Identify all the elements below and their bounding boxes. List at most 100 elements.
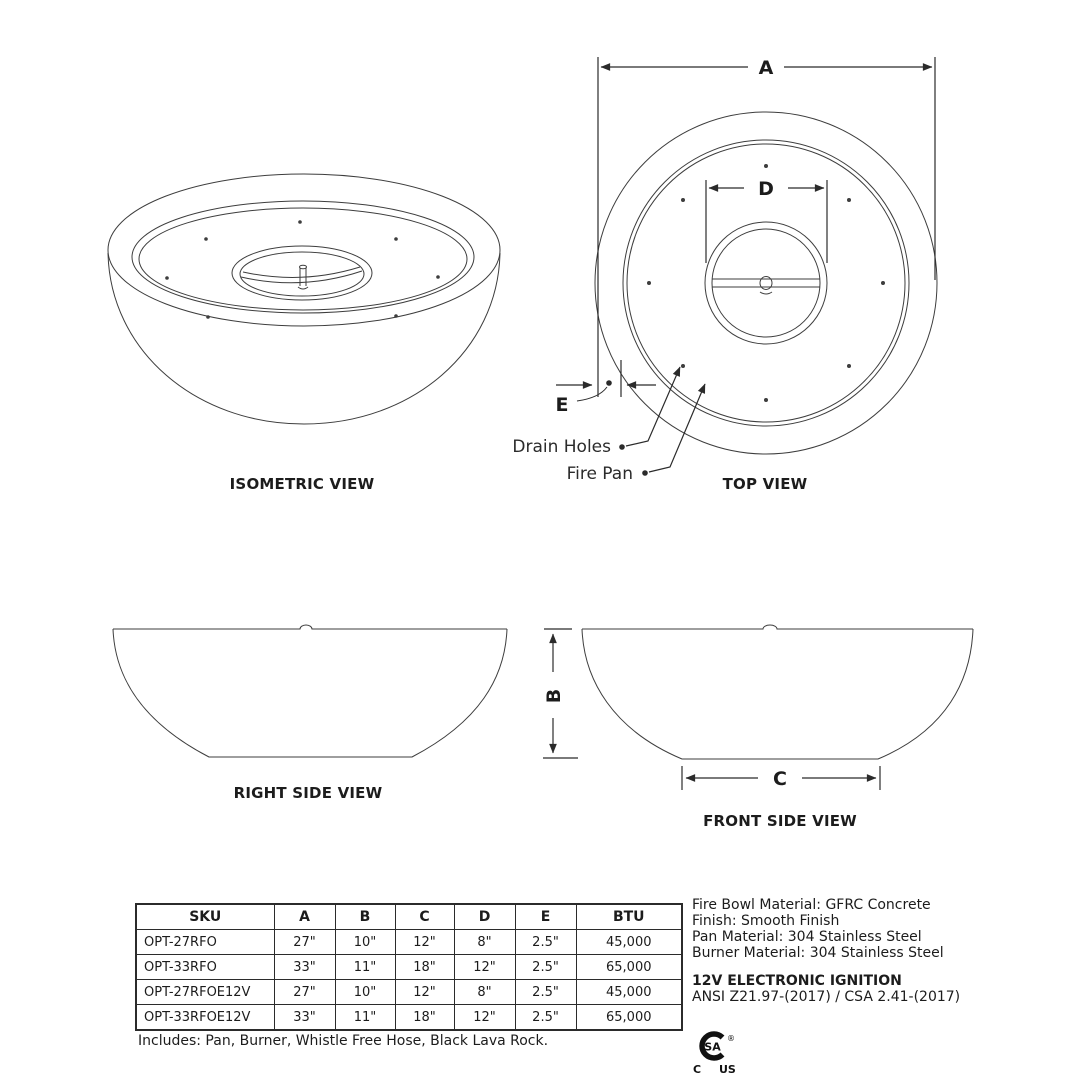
burner-bar-back <box>242 266 361 278</box>
ignition-standard: ANSI Z21.97-(2017) / CSA 2.41-(2017) <box>692 989 961 1005</box>
spec-column-header: BTU <box>575 903 683 930</box>
spec-value-cell: 65,000 <box>575 1004 683 1031</box>
burner-hub <box>759 276 773 290</box>
spec-sku-cell: OPT-27RFOE12V <box>135 979 275 1005</box>
csa-certification-mark: SA ® C US <box>693 1031 736 1076</box>
spec-value-cell: 11" <box>334 954 396 980</box>
drain-holes-label: Drain Holes <box>512 437 611 457</box>
spec-value-cell: 12" <box>394 929 455 955</box>
spec-value-cell: 12" <box>453 954 516 980</box>
burner-bar-front <box>240 270 363 284</box>
bowl-silhouette-front <box>581 628 974 760</box>
burner-tube <box>712 278 820 288</box>
valve-stem <box>299 268 307 286</box>
spec-sku-cell: OPT-27RFO <box>135 929 275 955</box>
fire-pan-outer-ring <box>231 245 373 301</box>
drain-holes-leader-dot <box>619 444 625 450</box>
drain-holes-callout: Drain Holes <box>512 366 681 457</box>
dimension-a <box>597 57 936 397</box>
front-side-view-drawing <box>581 624 974 760</box>
fire-pan-circle-outer <box>704 221 828 345</box>
dimension-b <box>543 628 578 759</box>
drain-holes-leader-arrow <box>625 366 681 447</box>
csa-us-letters: US <box>719 1063 736 1076</box>
material-line: Pan Material: 304 Stainless Steel <box>692 929 922 945</box>
spec-column-header: B <box>334 903 396 930</box>
dimension-c-label: C <box>773 768 787 790</box>
valve-stem-top <box>299 264 307 270</box>
fire-pan-leader-dot <box>642 470 648 476</box>
spec-value-cell: 45,000 <box>575 929 683 955</box>
registered-trademark-symbol: ® <box>727 1034 735 1043</box>
spec-value-cell: 27" <box>273 929 336 955</box>
spec-value-cell: 10" <box>334 929 396 955</box>
spec-column-header: E <box>514 903 577 930</box>
spec-value-cell: 8" <box>453 929 516 955</box>
spec-value-cell: 8" <box>453 979 516 1005</box>
drain-hole-dots-iso <box>165 220 440 319</box>
front-side-view-label: FRONT SIDE VIEW <box>703 812 857 830</box>
technical-drawings: ISOMETRIC VIEW A D <box>107 57 974 830</box>
spec-value-cell: 45,000 <box>575 979 683 1005</box>
spec-value-cell: 2.5" <box>514 1004 577 1031</box>
fire-pan-circle-inner <box>711 228 821 338</box>
spec-value-cell: 12" <box>453 1004 516 1031</box>
csa-mark-letters: SA <box>704 1041 721 1054</box>
dimension-d-label: D <box>758 178 774 200</box>
right-side-view-drawing <box>112 624 508 758</box>
top-view-label: TOP VIEW <box>723 475 808 493</box>
fire-pan-inner-ring <box>239 251 365 297</box>
dimension-d <box>705 180 828 263</box>
ignition-title: 12V ELECTRONIC IGNITION <box>692 973 902 989</box>
spec-value-cell: 33" <box>273 1004 336 1031</box>
spec-column-header: D <box>453 903 516 930</box>
bowl-top-edge-front <box>582 624 973 630</box>
bowl-body <box>107 252 501 425</box>
spec-column-header: SKU <box>135 903 275 930</box>
spec-value-cell: 65,000 <box>575 954 683 980</box>
bowl-rim-outer <box>107 173 501 327</box>
spec-column-header: A <box>273 903 336 930</box>
spec-value-cell: 11" <box>334 1004 396 1031</box>
valve-stem-base <box>297 286 309 290</box>
bowl-rim-inner-2 <box>138 207 468 311</box>
material-line: Finish: Smooth Finish <box>692 913 840 929</box>
dimension-a-label: A <box>759 57 774 79</box>
materials-block: Fire Bowl Material: GFRC Concrete Finish… <box>692 897 960 1005</box>
spec-value-cell: 2.5" <box>514 954 577 980</box>
drain-hole-dots-top <box>647 164 885 402</box>
fire-pan-label: Fire Pan <box>567 464 633 484</box>
bowl-rim-inner-1 <box>131 200 475 314</box>
fire-pan-callout: Fire Pan <box>567 383 706 484</box>
isometric-view-label: ISOMETRIC VIEW <box>230 475 375 493</box>
fire-pan-leader-arrow <box>648 383 706 473</box>
spec-value-cell: 18" <box>394 1004 455 1031</box>
right-side-view-label: RIGHT SIDE VIEW <box>234 784 383 802</box>
spec-value-cell: 2.5" <box>514 929 577 955</box>
spec-value-cell: 2.5" <box>514 979 577 1005</box>
material-line: Burner Material: 304 Stainless Steel <box>692 945 944 961</box>
dimension-c <box>681 766 881 790</box>
csa-c-ring-icon <box>699 1031 725 1061</box>
e-leader-dot <box>606 380 612 386</box>
top-view-drawing <box>594 111 938 455</box>
spec-sku-cell: OPT-33RFO <box>135 954 275 980</box>
dimension-e <box>556 360 656 402</box>
burner-hub-detail <box>759 291 773 295</box>
spec-value-cell: 18" <box>394 954 455 980</box>
includes-note: Includes: Pan, Burner, Whistle Free Hose… <box>138 1033 549 1049</box>
csa-canada-letter: C <box>693 1063 701 1076</box>
material-line: Fire Bowl Material: GFRC Concrete <box>692 897 931 913</box>
bowl-rim-circle-2 <box>626 143 906 423</box>
spec-column-header: C <box>394 903 455 930</box>
spec-value-cell: 27" <box>273 979 336 1005</box>
spec-value-cell: 33" <box>273 954 336 980</box>
bowl-rim-circle-1 <box>622 139 910 427</box>
